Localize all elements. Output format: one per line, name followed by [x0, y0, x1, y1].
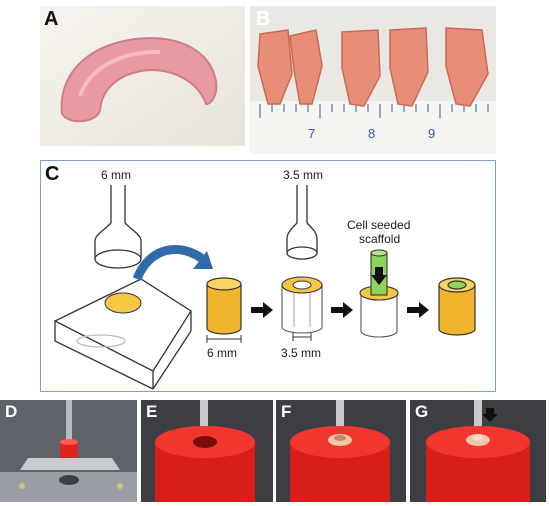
step-arrow-2 [331, 302, 353, 318]
red-holder-empty [141, 400, 273, 502]
dimension-6mm [206, 335, 242, 343]
panel-c-diagram: 6 mm 3.5 mm Cell seeded scaffold 6 mm 3.… [40, 160, 496, 392]
ruler-number-8: 8 [368, 126, 375, 141]
punch-3-5mm [286, 185, 318, 260]
tissue-arc-photo [40, 6, 245, 146]
insert-down-arrow [371, 267, 387, 285]
curved-arrow [132, 244, 208, 281]
red-holder-with-scaffold [410, 400, 546, 502]
panel-e-label: E [146, 402, 158, 421]
panel-b-photo: 7 8 9 B [250, 6, 496, 154]
tissue-cylinder-solid [206, 277, 242, 335]
final-construct [438, 277, 476, 336]
scaffold-label-line1: Cell seeded [347, 218, 410, 232]
ruler-number-9: 9 [428, 126, 435, 141]
scaffold-label-line2: scaffold [359, 232, 400, 246]
dimension-3-5mm [292, 333, 312, 341]
curved-arrow-head [193, 251, 213, 269]
punch-6mm [94, 185, 142, 269]
step-arrow-1 [251, 302, 273, 318]
tissue-pieces-photo: 7 8 9 [250, 6, 496, 154]
panel-g-label: G [415, 402, 429, 421]
ruler-number-7: 7 [308, 126, 315, 141]
punch-3-5mm-label: 3.5 mm [283, 168, 323, 182]
panel-f-photo: F [276, 400, 406, 502]
punch-6mm-label: 6 mm [101, 168, 131, 182]
scaffold-insertion [360, 295, 398, 338]
panel-d-photo: D [0, 400, 137, 502]
tissue-punch-region [104, 292, 142, 314]
panel-b-label: B [256, 8, 271, 30]
press-photo [0, 400, 137, 502]
tissue-arc [60, 37, 218, 123]
step-arrow-3 [407, 302, 429, 318]
hole-dim-label: 3.5 mm [281, 346, 321, 360]
panel-c-label: C [45, 163, 60, 185]
tissue-pieces [257, 27, 489, 107]
cylinder-dim-label: 6 mm [207, 346, 237, 360]
panel-a-label: A [44, 8, 59, 30]
panel-a-photo: A [40, 6, 245, 146]
tissue-section [53, 278, 192, 390]
panel-e-photo: E [141, 400, 273, 502]
red-holder-with-ring [276, 400, 406, 502]
push-down-arrow [482, 408, 498, 422]
panel-d-label: D [5, 402, 18, 421]
panel-g-photo: G [410, 400, 546, 502]
ruler-ticks [259, 104, 489, 118]
panel-f-label: F [281, 402, 292, 421]
biopsy-punch-schematic: 6 mm 3.5 mm Cell seeded scaffold 6 mm 3.… [53, 168, 476, 390]
